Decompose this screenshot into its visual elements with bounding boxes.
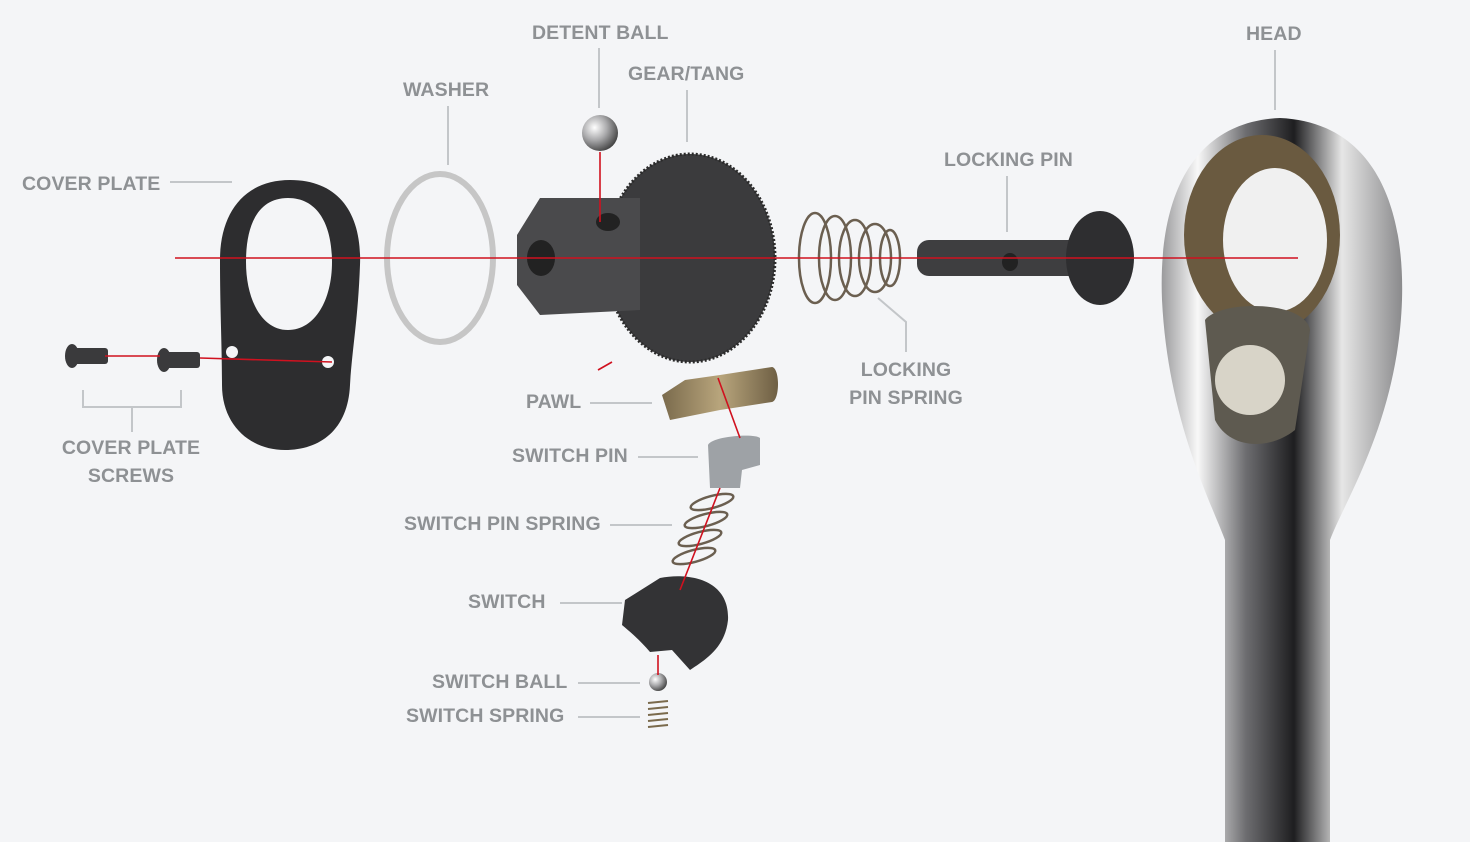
label-locking-pin-spring: LOCKING PIN SPRING [836, 356, 976, 412]
label-switch-pin-spring: SWITCH PIN SPRING [404, 513, 601, 535]
switch-ball [649, 673, 667, 691]
label-cover-plate: COVER PLATE [22, 173, 161, 195]
label-switch-ball: SWITCH BALL [432, 671, 568, 693]
assembly-axes [105, 152, 1298, 675]
cover-plate [220, 180, 361, 450]
label-locking-pin-spring-line1: LOCKING [860, 359, 952, 381]
switch-pin-spring [671, 492, 735, 566]
switch [622, 576, 729, 670]
ratchet-head [1161, 118, 1403, 842]
label-detent-ball: DETENT BALL [532, 22, 669, 44]
detent-ball [582, 115, 618, 151]
label-pawl: PAWL [526, 391, 582, 413]
switch-spring [647, 700, 669, 728]
label-cover-plate-screws: COVER PLATE SCREWS [56, 434, 206, 490]
label-washer: WASHER [403, 79, 490, 101]
label-switch: SWITCH [468, 591, 546, 613]
pawl [662, 367, 778, 420]
label-locking-pin-spring-line2: PIN SPRING [849, 387, 963, 409]
label-gear-tang: GEAR/TANG [628, 63, 745, 85]
label-locking-pin: LOCKING PIN [944, 149, 1073, 171]
switch-pin [708, 435, 760, 488]
label-cover-plate-screws-line2: SCREWS [87, 465, 175, 487]
label-switch-spring: SWITCH SPRING [406, 705, 565, 727]
label-cover-plate-screws-line1: COVER PLATE [61, 437, 201, 459]
leader-lines [82, 48, 1276, 718]
cover-plate-screws [65, 344, 200, 372]
label-switch-pin: SWITCH PIN [512, 445, 628, 467]
label-head: HEAD [1246, 23, 1302, 45]
